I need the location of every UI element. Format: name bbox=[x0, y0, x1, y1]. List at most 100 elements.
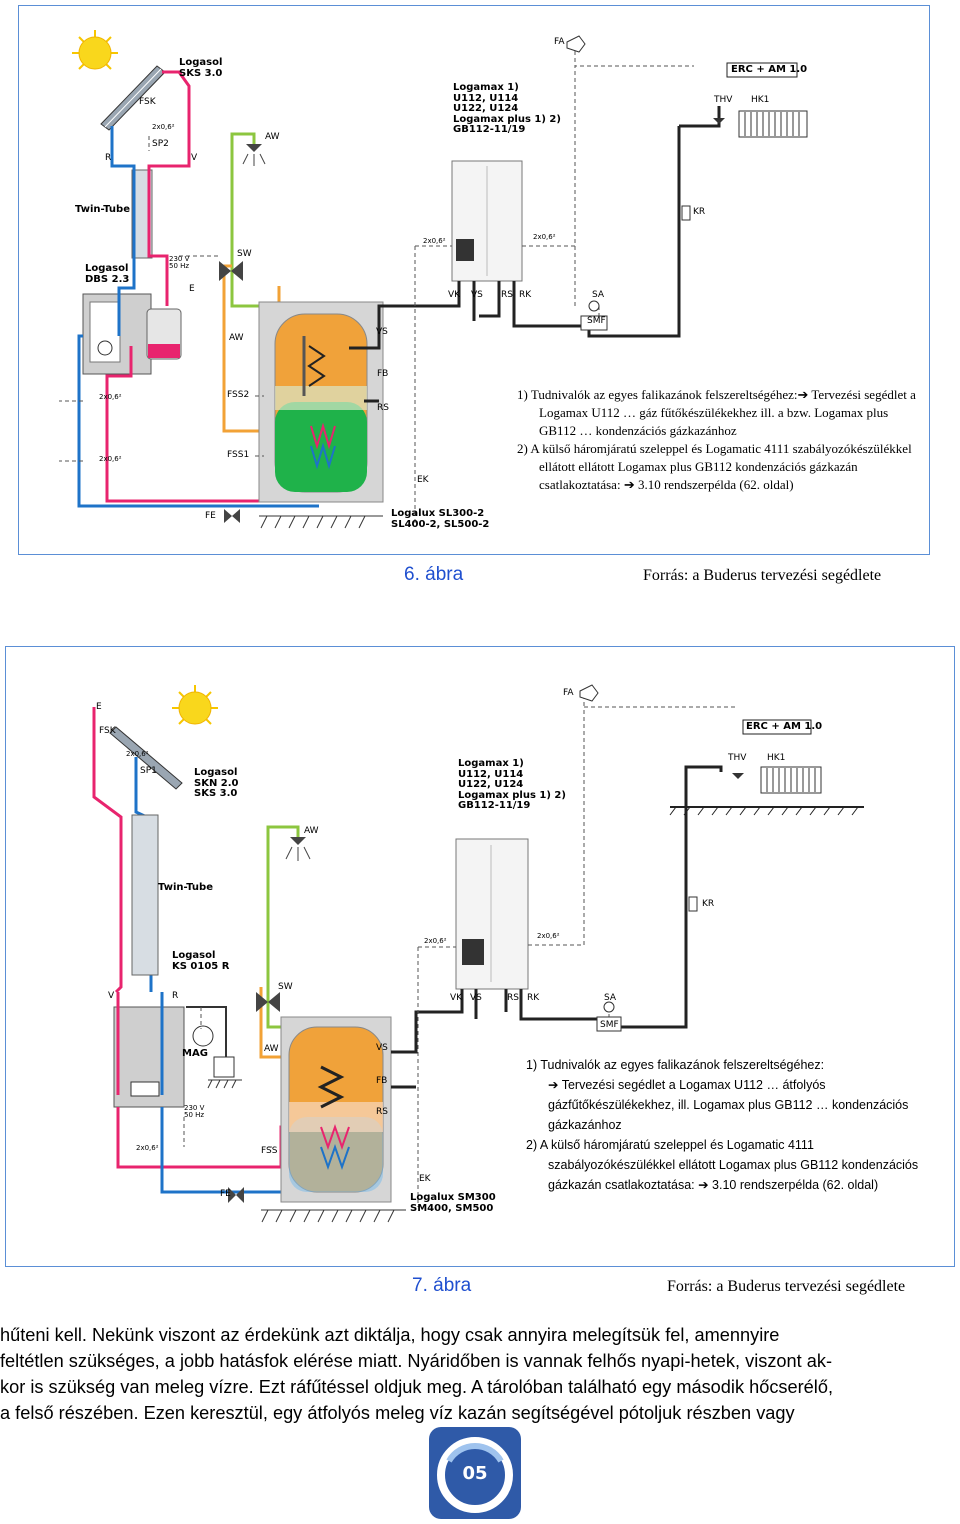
station-label: Logasol KS 0105 R bbox=[172, 950, 230, 972]
pipe-label-2: 2x0,6² bbox=[99, 393, 122, 401]
pipe-label: 2x0,6² bbox=[152, 123, 175, 131]
sun-icon bbox=[72, 30, 118, 70]
kr-valve bbox=[681, 205, 691, 221]
twin-tube bbox=[131, 814, 159, 976]
thv-valve-icon bbox=[713, 118, 725, 124]
thv-valve-icon bbox=[732, 773, 744, 779]
smf-label: SMF bbox=[587, 316, 606, 326]
rs-b-label: RS bbox=[501, 290, 513, 300]
twin-tube-label: Twin-Tube bbox=[75, 204, 130, 215]
tank-label: Logalux SL300-2 SL400-2, SL500-2 bbox=[391, 508, 490, 530]
rk-label: RK bbox=[527, 993, 540, 1003]
figure-7-caption: 7. ábra bbox=[412, 1275, 472, 1296]
kr-label: KR bbox=[693, 207, 706, 217]
valve-icon bbox=[219, 261, 243, 281]
boiler-label: Logamax 1) U112, U114 U122, U124 Logamax… bbox=[458, 758, 566, 811]
vs-label: VS bbox=[376, 327, 388, 337]
station-label: Logasol DBS 2.3 bbox=[85, 263, 130, 285]
radiator-icon bbox=[738, 110, 808, 138]
rs-label: RS bbox=[376, 1107, 388, 1117]
shower-icon bbox=[285, 837, 311, 861]
erc-label: ERC + AM 1.0 bbox=[731, 64, 808, 75]
expansion-vessel-icon bbox=[192, 1025, 235, 1078]
rs-label: RS bbox=[377, 403, 389, 413]
fsk-label: FSK bbox=[139, 97, 156, 107]
note-1: 1) Tudnivalók az egyes falikazánok felsz… bbox=[517, 387, 916, 438]
sp2-label: SP2 bbox=[152, 139, 169, 149]
kr-valve bbox=[688, 896, 698, 912]
boiler-unit bbox=[455, 838, 529, 990]
page-number: 05 bbox=[462, 1463, 488, 1484]
hk1-label: HK1 bbox=[767, 753, 786, 763]
twin-tube-label: Twin-Tube bbox=[158, 882, 213, 893]
ek-label: EK bbox=[417, 475, 429, 485]
r-label: R bbox=[105, 153, 112, 163]
note-1: 1) Tudnivalók az egyes falikazánok felsz… bbox=[526, 1058, 825, 1072]
fe-valve-icon bbox=[224, 509, 240, 523]
note-2: 2) A külső háromjáratú szeleppel és Loga… bbox=[526, 1138, 919, 1192]
body-line-4: a felső részében. Ezen keresztül, egy át… bbox=[0, 1403, 795, 1423]
pipe-label-3: 2x0,6² bbox=[99, 455, 122, 463]
cable2-label: 2x0,6² bbox=[537, 932, 560, 940]
cable2-label: 2x0,6² bbox=[533, 233, 556, 241]
ek-label: EK bbox=[419, 1174, 431, 1184]
vs-b-label: VS bbox=[470, 993, 482, 1003]
thv-label: THV bbox=[714, 95, 733, 105]
body-line-1: hűteni kell. Nekünk viszont az érdekünk … bbox=[0, 1325, 780, 1345]
sw-label: SW bbox=[278, 982, 293, 992]
vk-label: VK bbox=[448, 290, 461, 300]
aw-mid-label: AW bbox=[229, 333, 244, 343]
aw-top-label: AW bbox=[304, 826, 319, 836]
thv-label: THV bbox=[728, 753, 747, 763]
fa-label: FA bbox=[563, 688, 574, 698]
figure-6-source: Forrás: a Buderus tervezési segédlete bbox=[643, 567, 882, 584]
figure-6-frame: Logasol SKS 3.0 FSK 2x0,6² SP2 R V Twin-… bbox=[18, 5, 930, 555]
fb-label: FB bbox=[377, 369, 389, 379]
hk1-label: HK1 bbox=[751, 95, 770, 105]
collector-label: Logasol SKS 3.0 bbox=[179, 57, 223, 79]
figure-6-diagram bbox=[59, 30, 808, 529]
twin-tube bbox=[131, 169, 153, 259]
r-label: R bbox=[172, 991, 179, 1001]
sw-valve-icon bbox=[256, 992, 280, 1012]
note-2: 2) A külső háromjáratú szeleppel és Loga… bbox=[517, 441, 912, 492]
fa-sensor-icon bbox=[566, 35, 586, 53]
collector-label: Logasol SKN 2.0 SKS 3.0 bbox=[194, 767, 239, 799]
fe-label: FE bbox=[205, 511, 216, 521]
radiator-icon bbox=[760, 766, 822, 794]
sp1-label: SP1 bbox=[140, 766, 157, 776]
body-paragraph: hűteni kell. Nekünk viszont az érdekünk … bbox=[0, 1322, 960, 1426]
body-line-2: feltétlen szükséges, a jobb hatásfok elé… bbox=[0, 1351, 833, 1371]
figure-7-diagram bbox=[92, 684, 864, 1223]
erc-box bbox=[742, 719, 812, 735]
logo-icon bbox=[429, 1427, 521, 1519]
fss-label: FSS bbox=[261, 1146, 278, 1156]
body-line-3: kor is szükség van meleg vízre. Ezt ráfű… bbox=[0, 1377, 834, 1397]
figure-7-source: Forrás: a Buderus tervezési segédlete bbox=[667, 1278, 906, 1295]
figure-6-notes: 1) Tudnivalók az egyes falikazánok felsz… bbox=[517, 386, 917, 494]
power-label: 230 V 50 Hz bbox=[169, 255, 190, 271]
vk-label: VK bbox=[450, 993, 463, 1003]
vs-label: VS bbox=[376, 1043, 388, 1053]
figure-6-caption: 6. ábra bbox=[404, 564, 464, 585]
pipe-label: 2x0,6² bbox=[126, 750, 149, 758]
cable1-label: 2x0,6² bbox=[423, 237, 446, 245]
solar-collector-icon bbox=[109, 726, 183, 790]
fss2-label: FSS2 bbox=[227, 390, 250, 400]
fe-valve-icon bbox=[228, 1187, 244, 1203]
aw-top-label: AW bbox=[265, 132, 280, 142]
vs-b-label: VS bbox=[471, 290, 483, 300]
v-label: V bbox=[191, 153, 198, 163]
figure-7-notes: 1) Tudnivalók az egyes falikazánok felsz… bbox=[526, 1055, 931, 1195]
fe-label: FE bbox=[220, 1189, 231, 1199]
fb-label: FB bbox=[376, 1076, 388, 1086]
boiler-label: Logamax 1) U112, U114 U122, U124 Logamax… bbox=[453, 82, 561, 135]
rs-b-label: RS bbox=[507, 993, 519, 1003]
sa-label: SA bbox=[604, 993, 617, 1003]
rk-label: RK bbox=[519, 290, 532, 300]
erc-box bbox=[726, 62, 798, 78]
note-1b: ➔ Tervezési segédlet a Logamax U112 … át… bbox=[548, 1078, 909, 1132]
mag-label: MAG bbox=[182, 1048, 208, 1059]
erc-label: ERC + AM 1.0 bbox=[746, 721, 823, 732]
pipe-label-2: 2x0,6² bbox=[136, 1144, 159, 1152]
